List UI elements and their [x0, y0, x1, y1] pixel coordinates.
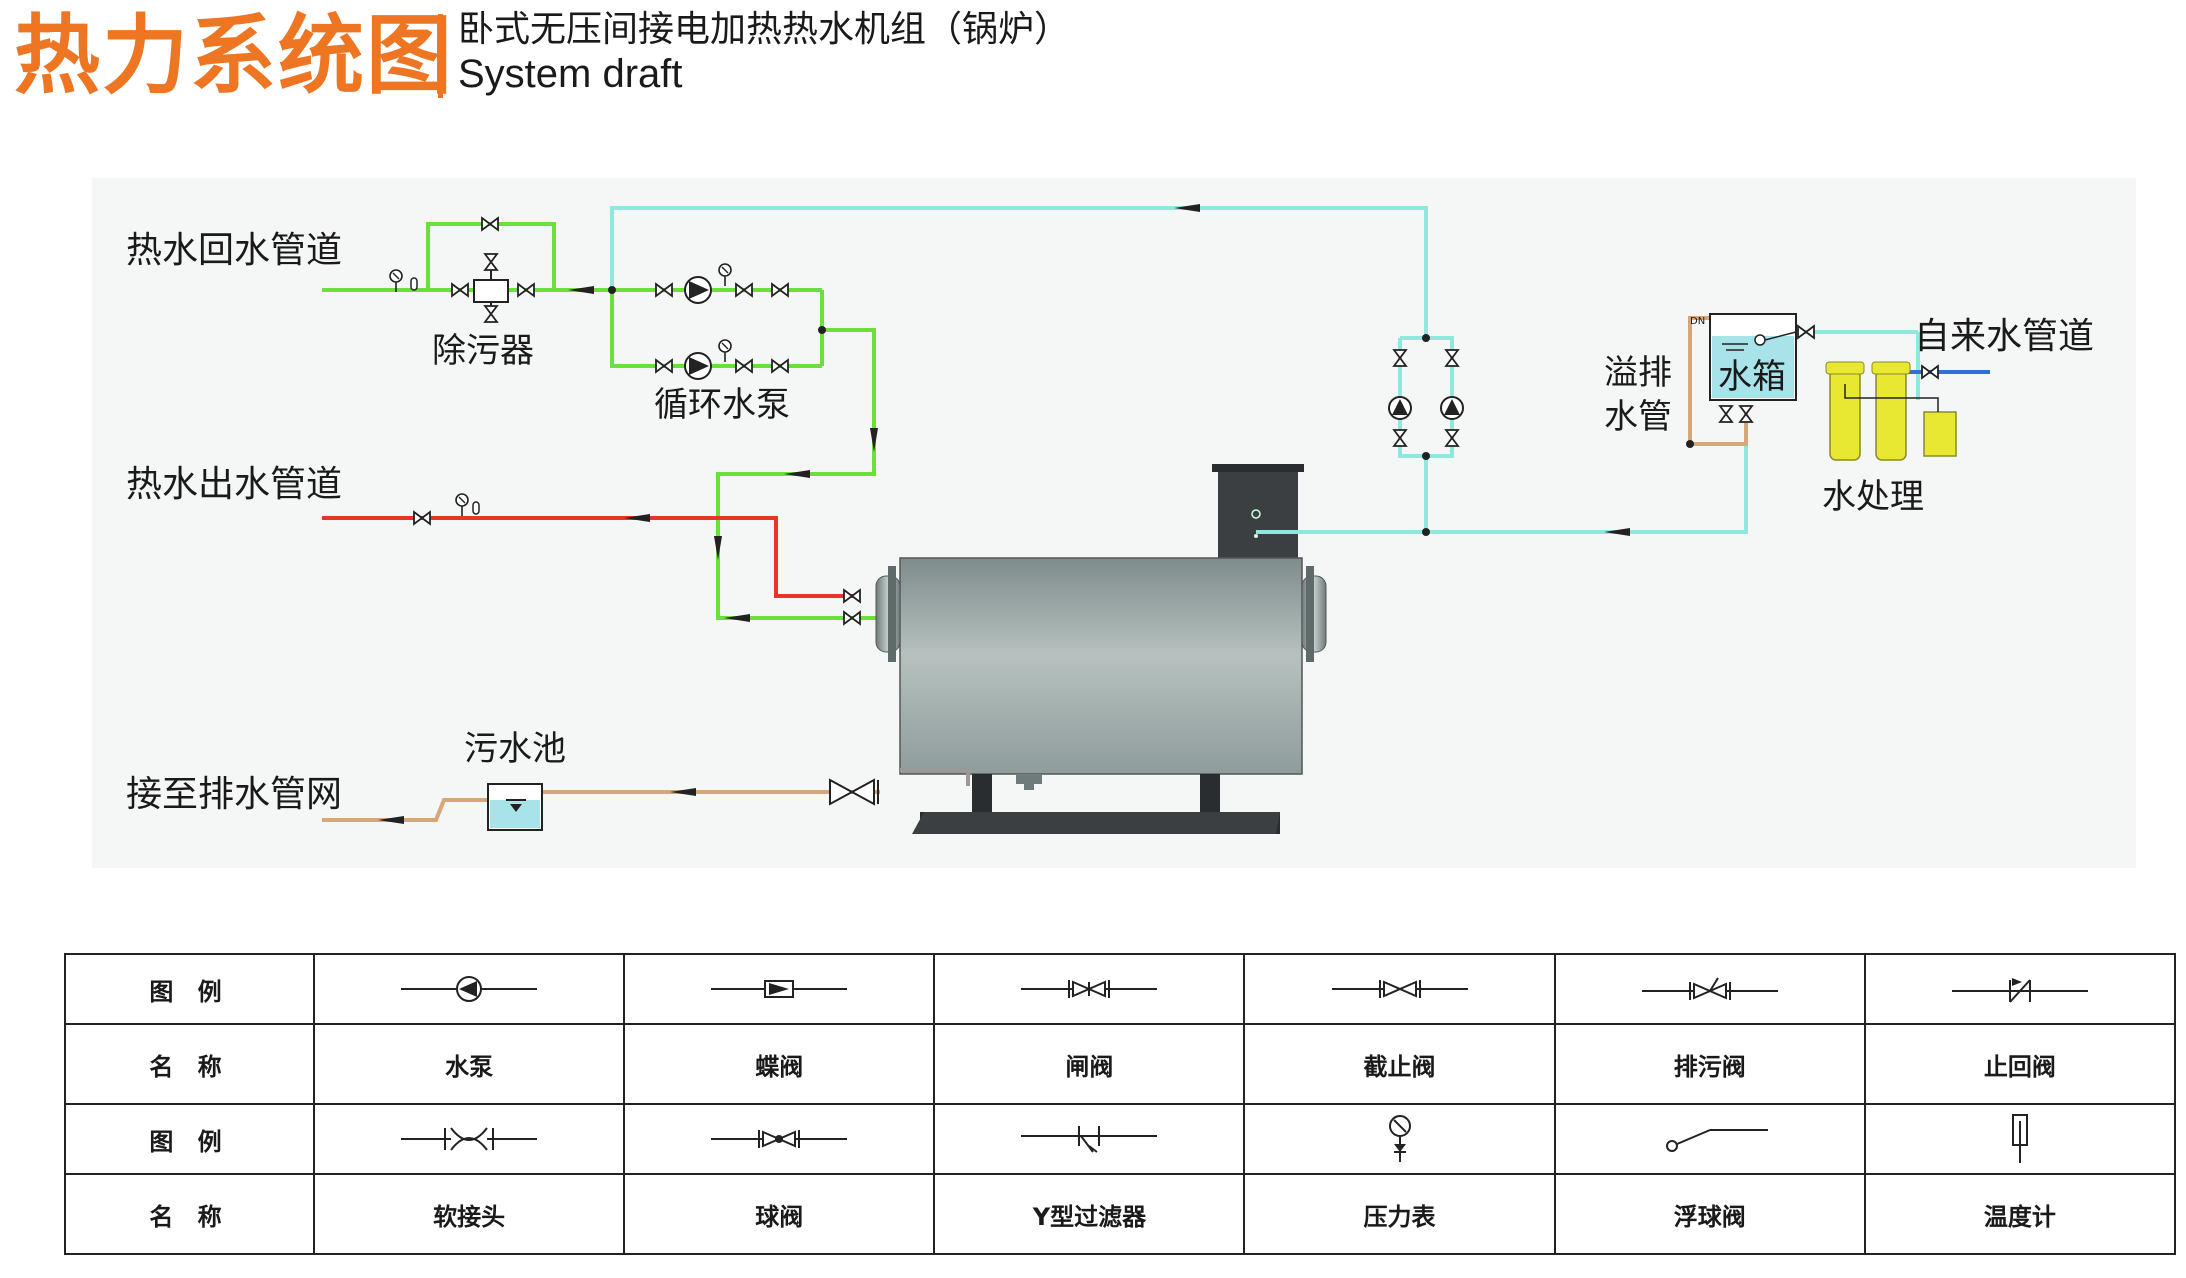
water-tank — [1686, 313, 1797, 448]
legend-cell-stop-valve — [1243, 953, 1556, 1025]
legend-cell-butterfly-valve — [623, 953, 936, 1025]
legend-name-float-valve: 浮球阀 — [1553, 1173, 1866, 1255]
legend-head-symbol: 图 例 — [64, 953, 315, 1025]
check-valve-symbol — [1951, 978, 2088, 1003]
sewage-pool — [487, 783, 543, 831]
page-subtitle-en: System draft — [458, 52, 683, 96]
tap-water-label: 自来水管道 — [1914, 316, 2094, 357]
outlet-pipe-label: 热水出水管道 — [126, 464, 342, 505]
page-header: 热力系统图 卧式无压间接电加热热水机组（锅炉） System draft — [0, 0, 2186, 110]
blowdown-valve-symbol — [1641, 977, 1778, 1000]
legend-head-name: 名 称 — [64, 1023, 315, 1105]
overflow-label-1: 溢排 — [1604, 353, 1672, 393]
title-divider — [438, 14, 443, 98]
legend-name-water-pump: 水泵 — [312, 1023, 626, 1105]
makeup-pump-group — [1388, 334, 1464, 536]
thermometer-symbol — [2011, 1114, 2028, 1163]
legend-cell-gate-valve — [933, 953, 1246, 1025]
legend-cell-thermometer — [1863, 1103, 2177, 1175]
legend-cell-pressure-gauge — [1243, 1103, 1556, 1175]
y-strainer-symbol — [1021, 1126, 1158, 1153]
legend-name-gate-valve: 闸阀 — [933, 1023, 1246, 1105]
boiler-unit — [875, 464, 1340, 834]
legend-cell-y-strainer — [933, 1103, 1246, 1175]
float-valve-symbol — [1665, 1129, 1768, 1152]
legend-name-thermometer: 温度计 — [1863, 1173, 2177, 1255]
return-pipe-arrows — [568, 204, 1200, 622]
legend-name-blowdown-valve: 排污阀 — [1553, 1023, 1866, 1105]
legend-cell-blowdown-valve — [1553, 953, 1866, 1025]
legend-cell-float-valve — [1553, 1103, 1866, 1175]
legend-name-row-2: 名 称 软接头 球阀 Y型过滤器 压力表 浮球阀 温度计 — [64, 1173, 2177, 1255]
legend-name-row-1: 名 称 水泵 蝶阀 闸阀 截止阀 排污阀 止回阀 — [64, 1023, 2177, 1105]
legend-symbol-row-1: 图 例 — [64, 953, 2177, 1025]
return-pipe-label: 热水回水管道 — [126, 230, 342, 271]
filter-label: 除污器 — [432, 331, 534, 371]
legend-name-y-strainer: Y型过滤器 — [933, 1173, 1246, 1255]
pressure-gauge-symbol — [1388, 1115, 1411, 1162]
flexible-joint-symbol — [401, 1127, 538, 1151]
legend-table: 图 例 — [64, 953, 2177, 1255]
hot-water-outlet-piping — [322, 516, 858, 598]
circulation-pumps — [608, 263, 826, 380]
water-treatment-label: 水处理 — [1822, 477, 1924, 517]
sewage-pool-label: 污水池 — [464, 729, 566, 769]
water-tank-label: 水箱 — [1718, 357, 1786, 397]
legend-cell-water-pump — [312, 953, 626, 1025]
gate-valve-symbol — [1021, 980, 1158, 998]
legend-cell-flexible-joint — [312, 1103, 626, 1175]
legend-name-stop-valve: 截止阀 — [1243, 1023, 1556, 1105]
makeup-water-piping — [1256, 330, 1920, 534]
legend-name-ball-valve: 球阀 — [623, 1173, 936, 1255]
dirt-separator — [389, 217, 535, 323]
legend-head-name-2: 名 称 — [64, 1173, 315, 1255]
legend-name-pressure-gauge: 压力表 — [1243, 1173, 1556, 1255]
overflow-label-2: 水管 — [1604, 397, 1672, 437]
legend-cell-check-valve — [1863, 953, 2177, 1025]
butterfly-valve-symbol — [711, 980, 848, 998]
page-subtitle-cn: 卧式无压间接电加热热水机组（锅炉） — [458, 9, 1071, 50]
water-pump-symbol — [401, 976, 538, 1002]
legend-head-symbol-2: 图 例 — [64, 1103, 315, 1175]
circ-pump-label: 循环水泵 — [654, 385, 790, 425]
legend-symbol-row-2: 图 例 — [64, 1103, 2177, 1175]
legend-name-butterfly-valve: 蝶阀 — [623, 1023, 936, 1105]
water-treatment-unit — [1825, 361, 1957, 461]
legend-name-check-valve: 止回阀 — [1863, 1023, 2177, 1105]
page-title: 热力系统图 — [14, 6, 454, 106]
legend-cell-ball-valve — [623, 1103, 936, 1175]
dn-mark: DN — [1690, 316, 1705, 327]
ball-valve-symbol — [711, 1130, 848, 1148]
drain-valve — [829, 778, 879, 806]
stop-valve-symbol — [1331, 980, 1468, 998]
drain-network-label: 接至排水管网 — [126, 774, 342, 815]
legend-name-flexible-joint: 软接头 — [312, 1173, 626, 1255]
